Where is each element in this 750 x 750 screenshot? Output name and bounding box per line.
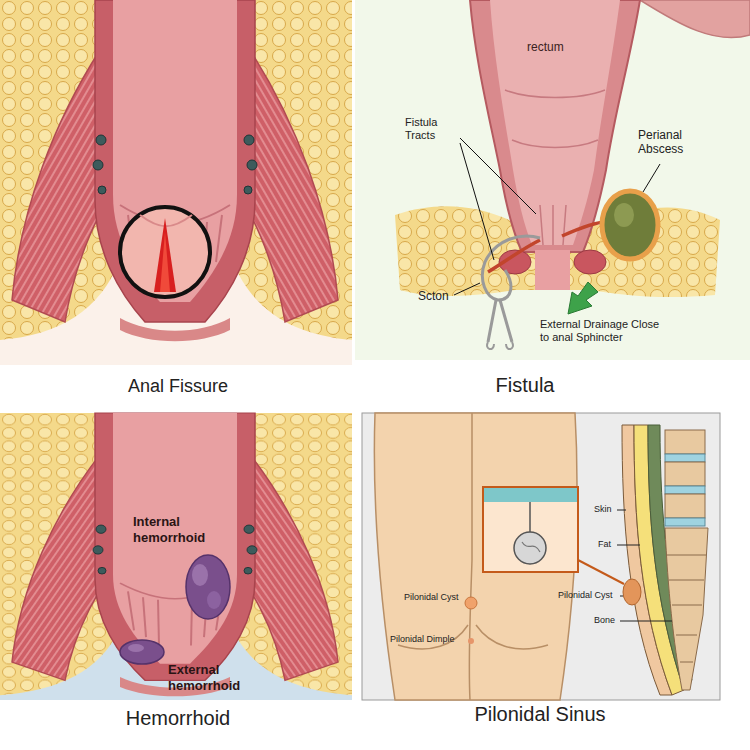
- vertebrae: [665, 462, 705, 486]
- fissure-tear: [154, 218, 176, 292]
- pilonidal-panel: [362, 413, 720, 700]
- panel-caption: Hemorrhoid: [78, 706, 278, 730]
- external-hemorrhoid: [120, 640, 164, 664]
- hemorrhoid-panel: [0, 413, 352, 700]
- part-label: Pilonidal Cyst: [558, 590, 613, 601]
- hemorrhoid-panel: [0, 413, 352, 700]
- rectum-tube: [470, 0, 640, 252]
- fistula-panel: [355, 0, 750, 360]
- colon-wall: [640, 0, 750, 38]
- pilonidal-cyst-mark: [465, 597, 477, 609]
- drainage-arrow: [568, 282, 598, 314]
- inset-connector: [578, 560, 624, 584]
- panel-caption: Anal Fissure: [78, 376, 278, 398]
- internal-hemorrhoid: [186, 555, 230, 619]
- fistula-panel: [487, 342, 513, 349]
- panel-caption: Pilonidal Sinus: [440, 702, 640, 726]
- part-label: Internal hemorrhoid: [133, 514, 225, 545]
- body-creases: [469, 413, 472, 700]
- sacrum: [665, 528, 708, 690]
- vertebrae: [665, 454, 705, 462]
- seton-loop: [482, 236, 540, 300]
- magnifier-circle: [120, 207, 210, 297]
- hemorrhoid-panel: [207, 591, 221, 609]
- perianal-abscess: [602, 191, 658, 259]
- rectal-folds: [552, 205, 554, 245]
- rectal-folds: [540, 205, 543, 245]
- leader-lines: [620, 621, 672, 622]
- cyst-inset: [514, 532, 546, 564]
- part-label: Skin: [594, 504, 612, 515]
- sinus-tract: [529, 502, 531, 532]
- panel-caption: Fistula: [425, 373, 625, 397]
- fissure-panel: [0, 0, 352, 365]
- fistula-panel: [614, 203, 634, 227]
- rectal-folds: [563, 205, 566, 245]
- vertebrae: [665, 494, 705, 518]
- skin-layer: [484, 488, 577, 502]
- part-label: Bone: [594, 615, 615, 626]
- rectal-folds: [512, 140, 598, 148]
- body-creases: [398, 413, 548, 700]
- part-label: Pilonidal Cyst: [404, 592, 459, 603]
- anal-canal: [535, 250, 570, 290]
- fistula-panel: [355, 0, 750, 360]
- pilonidal-panel: [362, 413, 720, 700]
- leader-lines: [643, 164, 660, 192]
- leader-lines: [460, 143, 494, 260]
- leader-lines: [454, 283, 480, 295]
- part-label: rectum: [527, 40, 564, 54]
- vertebrae: [665, 430, 708, 690]
- seton-tie: [488, 300, 512, 342]
- rectal-folds: [505, 90, 605, 245]
- part-label: Perianal Abscess: [638, 128, 710, 157]
- fistula-tract: [562, 222, 606, 236]
- vertebrae: [665, 430, 705, 454]
- fissure-panel: [0, 0, 352, 341]
- vertebrae: [667, 555, 706, 662]
- leader-lines: [617, 510, 672, 621]
- note-label: External Drainage Close to anal Sphincte…: [540, 318, 662, 344]
- rectal-mucosa: [490, 0, 620, 245]
- fissure-panel: [0, 0, 352, 365]
- part-label: Fistula Tracts: [405, 116, 457, 142]
- vertebrae: [665, 518, 705, 526]
- pilonidal-dimple-mark: [468, 638, 474, 644]
- fissure-panel: [140, 215, 192, 226]
- leader-lines: [460, 138, 536, 214]
- leader-lines: [454, 138, 660, 295]
- fissure-panel: [160, 232, 170, 292]
- part-label: Scton: [418, 289, 449, 303]
- fistula-tract: [488, 240, 540, 272]
- hemorrhoid-panel: [0, 413, 352, 696]
- rectal-folds: [505, 90, 605, 98]
- leader-lines: [620, 596, 623, 597]
- hemorrhoid-panel: [192, 564, 208, 586]
- inset-box: [483, 487, 578, 572]
- sphincter-muscle: [574, 250, 606, 274]
- part-label: Pilonidal Dimple: [390, 634, 455, 645]
- leader-lines: [617, 545, 640, 546]
- pilonidal-cyst-side: [623, 579, 641, 605]
- hemorrhoid-panel: [128, 644, 144, 652]
- part-label: Fat: [598, 539, 611, 550]
- part-label: External hemorrhoid: [168, 662, 260, 693]
- pilonidal-panel: [522, 542, 540, 552]
- leader-lines: [617, 510, 626, 511]
- body-creases: [476, 625, 548, 649]
- vertebrae: [665, 486, 705, 494]
